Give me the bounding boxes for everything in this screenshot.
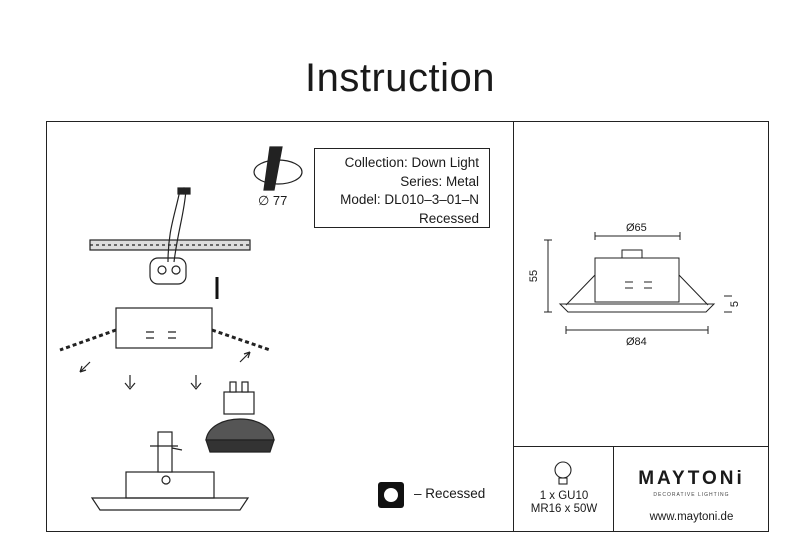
- series-text: Series: Metal: [400, 173, 479, 189]
- height-label: 55: [528, 269, 541, 283]
- lamp-spec: 1 x GU10 MR16 x 50W: [515, 490, 613, 516]
- flange-label: 5: [729, 300, 742, 308]
- bottom-diameter-label: Ø84: [626, 336, 647, 348]
- cutout-icon: [253, 146, 303, 191]
- brand-tagline: DECORATIVE LIGHTING: [653, 492, 730, 498]
- top-diameter-label: Ø65: [626, 222, 647, 234]
- fixture-housing-icon: [59, 307, 271, 390]
- installed-fixture-icon: [90, 431, 250, 511]
- technical-drawing: [544, 232, 732, 334]
- recessed-legend-icon: [378, 482, 404, 508]
- gu10-bulb-icon: [205, 381, 275, 453]
- product-info-box: Collection: Down Light Series: Metal Mod…: [314, 148, 490, 228]
- website-link[interactable]: www.maytoni.de: [649, 511, 734, 523]
- lamp-bulb-icon: [554, 461, 572, 485]
- recessed-legend-text: – Recessed: [414, 486, 486, 501]
- vertical-divider: [513, 121, 514, 532]
- model-text: Model: DL010–3–01–N: [340, 192, 479, 207]
- lamp-count: 1 x GU10: [539, 490, 589, 502]
- brand-logo: MAYTONi: [638, 468, 745, 489]
- page-title: Instruction: [304, 56, 496, 100]
- footer-divider: [613, 446, 614, 532]
- horizontal-divider: [513, 446, 769, 447]
- collection-text: Collection: Down Light: [344, 155, 479, 170]
- lamp-type: MR16 x 50W: [530, 503, 598, 515]
- ceiling-section-icon: [89, 187, 251, 285]
- instruction-frame: [46, 121, 769, 532]
- type-text: Recessed: [418, 210, 479, 226]
- cutout-label: ∅ 77: [258, 193, 288, 208]
